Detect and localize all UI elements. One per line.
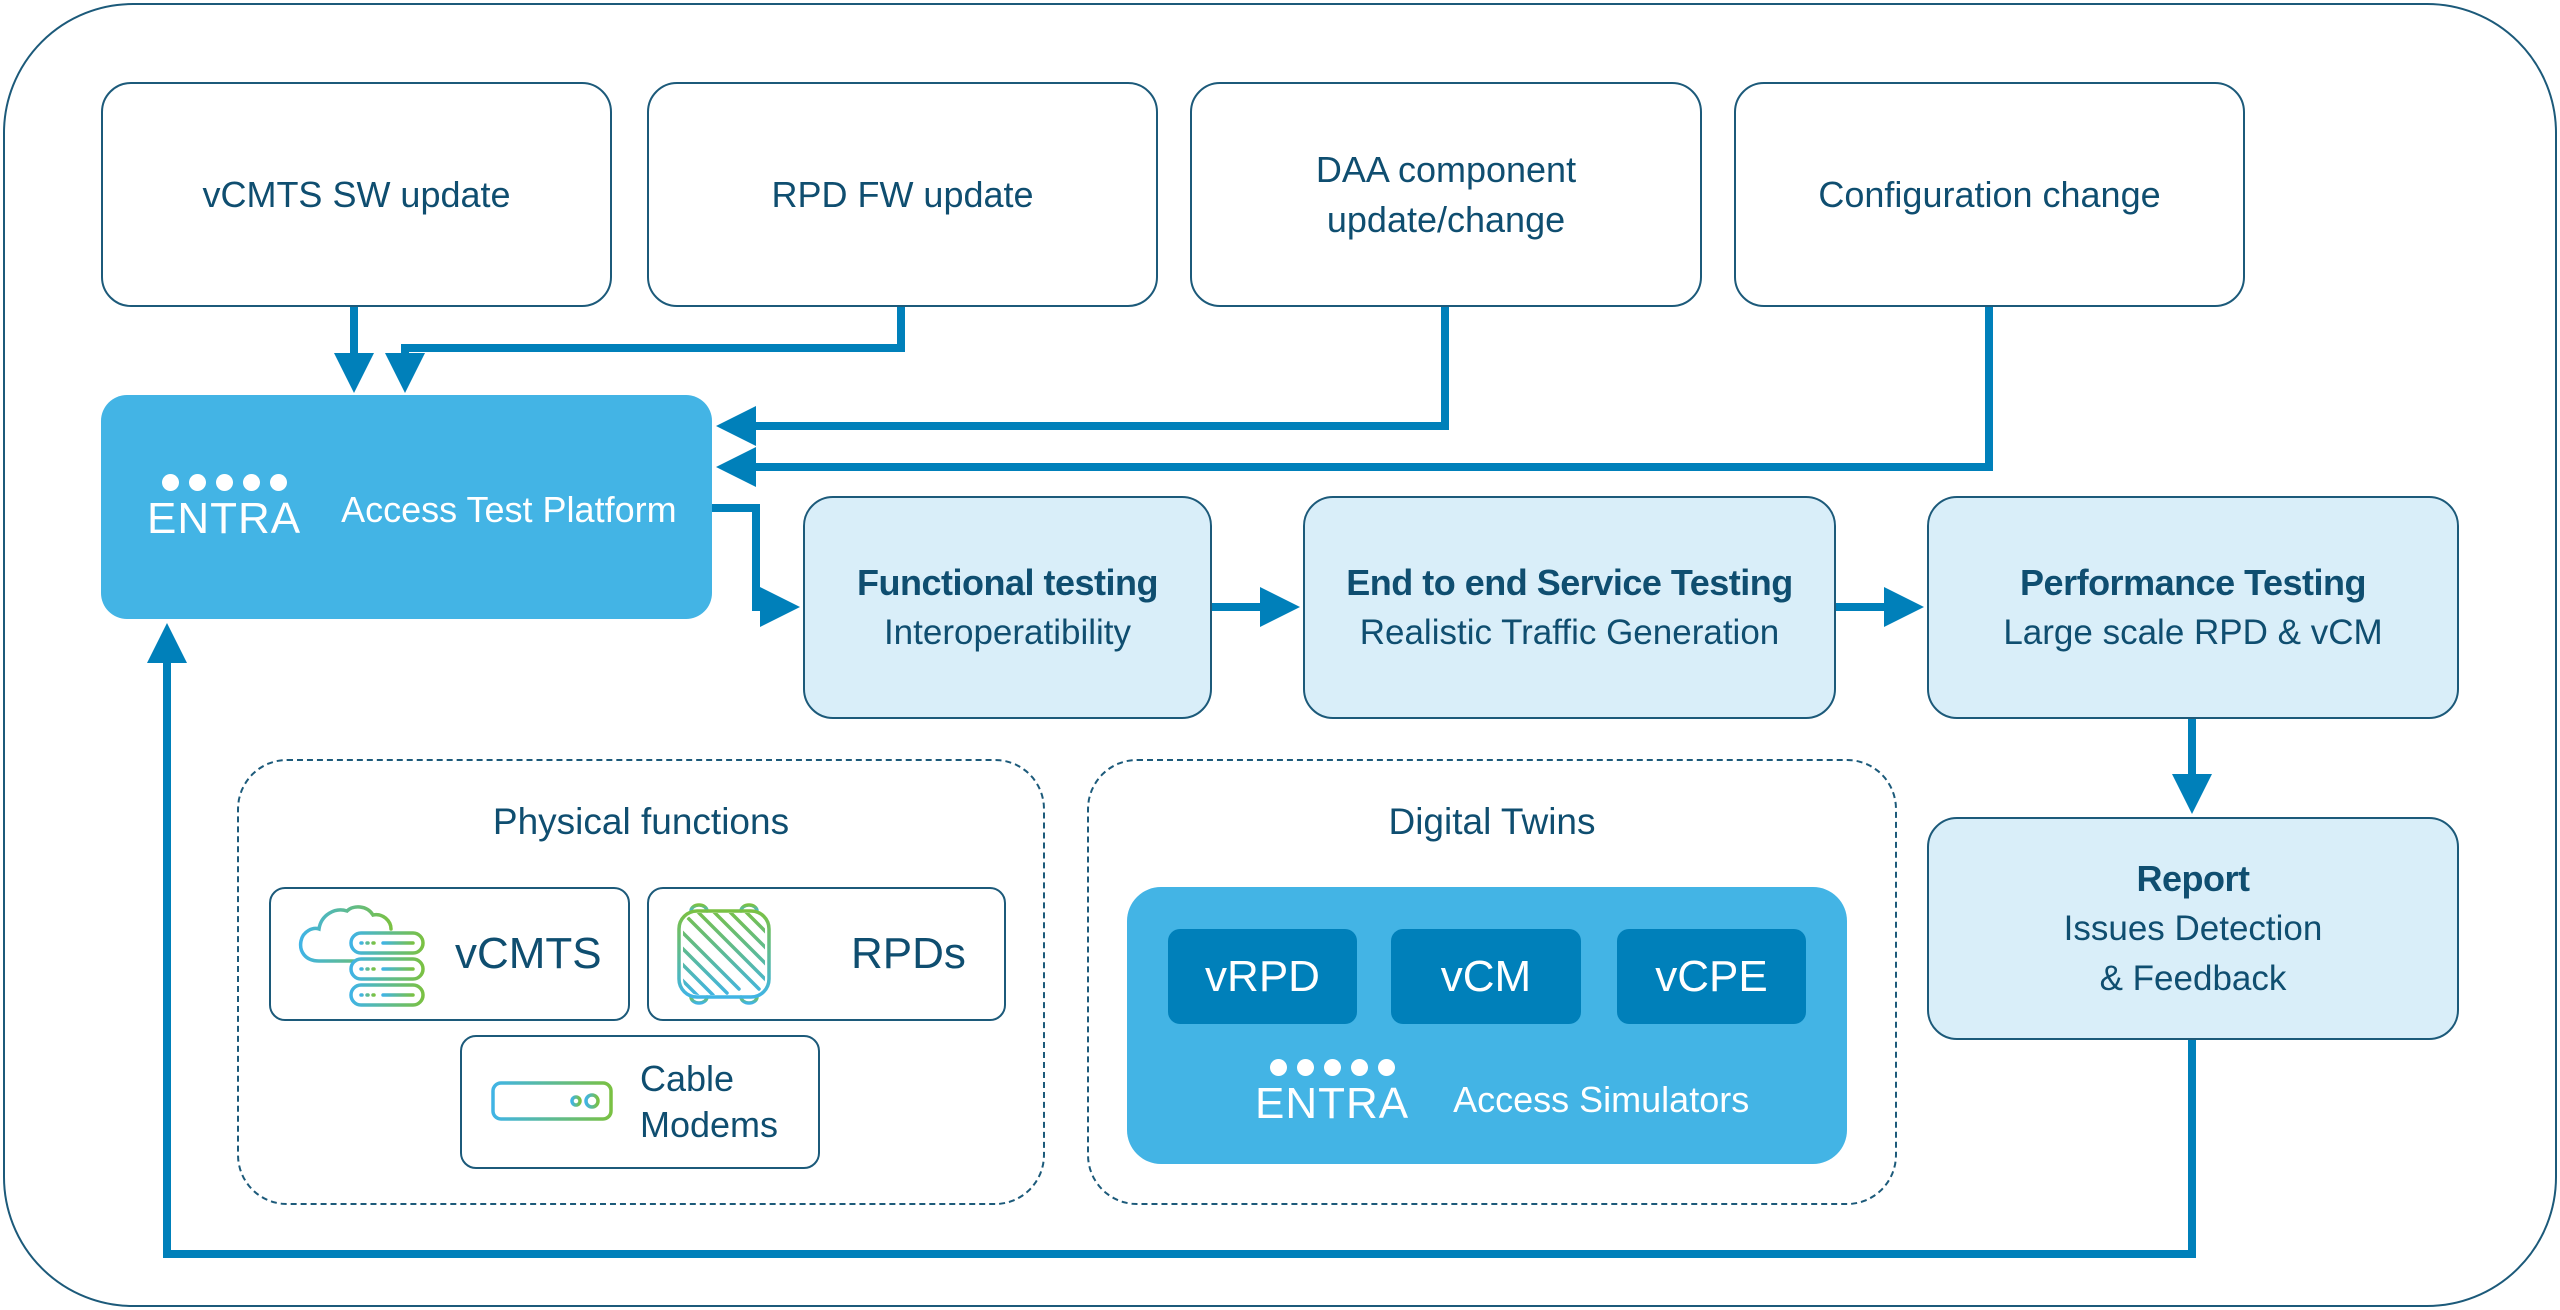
physical-functions-group: Physical functions bbox=[237, 759, 1045, 1205]
trigger-configuration-change[interactable]: Configuration change bbox=[1734, 82, 2245, 307]
cable-modems-label: Cable Modems bbox=[640, 1058, 779, 1145]
arrow-platform-to-functional bbox=[712, 504, 800, 627]
stage-title: Performance Testing bbox=[2020, 561, 2366, 603]
vcmts-label: vCMTS bbox=[455, 929, 602, 978]
physical-card-rpds[interactable]: RPDs bbox=[647, 887, 1006, 1021]
entra-logo-text: ENTRA bbox=[147, 493, 302, 543]
physical-card-cable-modems[interactable]: Cable Modems bbox=[460, 1035, 820, 1169]
twin-vcpe[interactable]: vCPE bbox=[1617, 929, 1806, 1024]
stage-end-to-end-service-testing[interactable]: End to end Service Testing Realistic Tra… bbox=[1303, 496, 1836, 719]
trigger-rpd-fw-update[interactable]: RPD FW update bbox=[647, 82, 1158, 307]
stage-subtitle: Large scale RPD & vCM bbox=[2003, 612, 2383, 652]
cable-modem-icon bbox=[491, 1081, 613, 1121]
stage-performance-testing[interactable]: Performance Testing Large scale RPD & vC… bbox=[1927, 496, 2459, 719]
trigger-daa-component-change[interactable]: DAA component update/change bbox=[1190, 82, 1702, 307]
entra-dots-icon bbox=[1269, 1059, 1395, 1076]
digital-twins-group: Digital Twins bbox=[1087, 759, 1897, 1205]
access-test-platform[interactable]: ENTRA Access Test Platform bbox=[101, 395, 712, 619]
platform-title: Access Test Platform bbox=[341, 489, 677, 530]
simulators-branding: ENTRA Access Simulators bbox=[1255, 1059, 1749, 1126]
trigger-label: DAA component update/change bbox=[1315, 148, 1577, 240]
arrow-daa-change-to-platform bbox=[716, 307, 1449, 446]
report-line-1: Issues Detection bbox=[2063, 908, 2323, 948]
stage-title: End to end Service Testing bbox=[1346, 561, 1793, 603]
cloud-server-icon bbox=[298, 905, 425, 1007]
arrow-report-feedback-loop bbox=[147, 623, 2196, 1258]
arrow-rpd-fw-update-to-platform bbox=[385, 307, 905, 393]
entra-dots-icon bbox=[161, 473, 287, 491]
twin-label: vCPE bbox=[1655, 951, 1768, 1001]
trigger-label: RPD FW update bbox=[771, 173, 1034, 215]
trigger-label: vCMTS SW update bbox=[202, 173, 511, 215]
access-simulators-panel: vRPD vCM vCPE ENTRA Access Simulators bbox=[1127, 887, 1847, 1164]
entra-logo: ENTRA bbox=[1255, 1059, 1409, 1126]
arrow-config-change-to-platform bbox=[716, 307, 1993, 487]
trigger-vcmts-sw-update[interactable]: vCMTS SW update bbox=[101, 82, 612, 307]
twin-label: vRPD bbox=[1205, 951, 1320, 1001]
twin-vrpd[interactable]: vRPD bbox=[1168, 929, 1357, 1024]
stage-functional-testing[interactable]: Functional testing Interoperatibility bbox=[803, 496, 1212, 719]
report-line-2: & Feedback bbox=[2099, 958, 2287, 998]
entra-logo: ENTRA bbox=[147, 473, 302, 543]
diagram-frame bbox=[3, 3, 2557, 1307]
trigger-label: Configuration change bbox=[1818, 173, 2161, 215]
stage-subtitle: Interoperatibility bbox=[883, 612, 1132, 652]
rpds-label: RPDs bbox=[851, 929, 966, 978]
physical-functions-title: Physical functions bbox=[492, 801, 790, 842]
twin-label: vCM bbox=[1440, 951, 1532, 1001]
simulators-caption: Access Simulators bbox=[1453, 1078, 1750, 1120]
digital-twins-title: Digital Twins bbox=[1388, 801, 1596, 842]
report-box[interactable]: Report Issues Detection & Feedback bbox=[1927, 817, 2459, 1040]
twin-vcm[interactable]: vCM bbox=[1391, 929, 1581, 1024]
stage-subtitle: Realistic Traffic Generation bbox=[1359, 612, 1780, 652]
report-title: Report bbox=[2136, 857, 2251, 899]
rpd-device-icon bbox=[677, 903, 771, 1005]
entra-logo-text: ENTRA bbox=[1255, 1079, 1410, 1128]
stage-title: Functional testing bbox=[857, 561, 1159, 603]
physical-card-vcmts[interactable]: vCMTS bbox=[269, 887, 630, 1021]
